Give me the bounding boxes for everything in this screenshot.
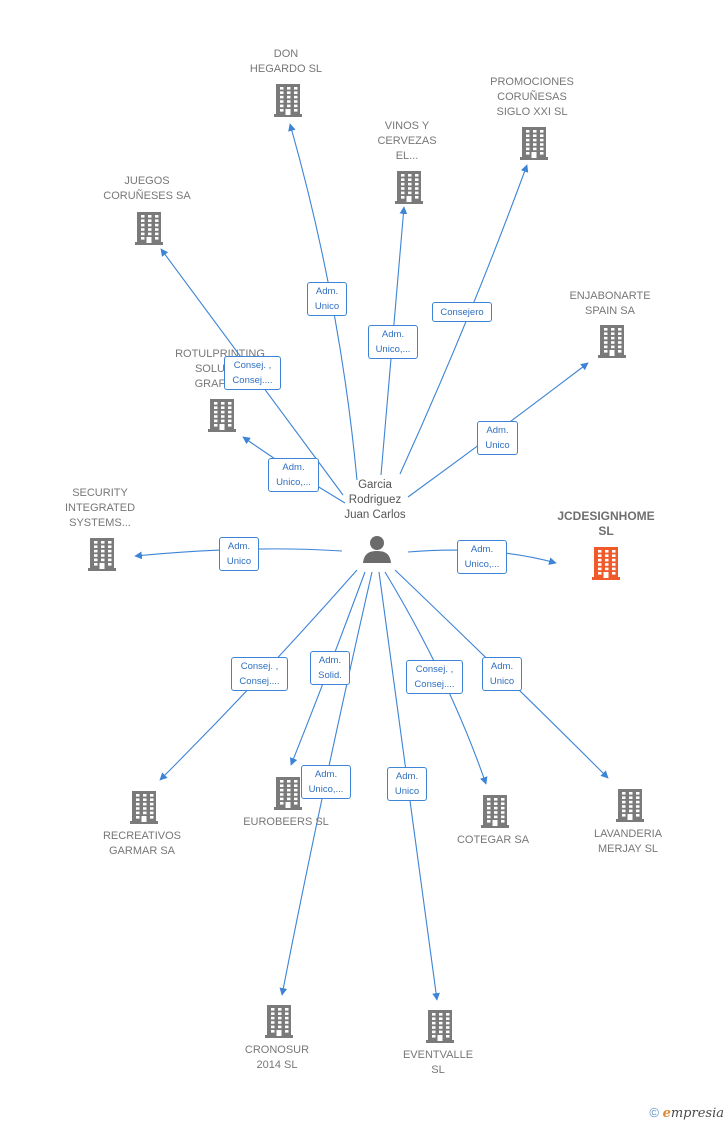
- company-label: JCDESIGNHOME SL: [557, 509, 655, 538]
- relation-label-security[interactable]: Adm. Unico: [219, 537, 259, 571]
- company-node-cronosur[interactable]: CRONOSUR 2014 SL: [222, 1043, 332, 1073]
- company-node-don-hegardo[interactable]: DON HEGARDO SL: [231, 47, 341, 77]
- company-label: LAVANDERIA MERJAY SL: [593, 828, 663, 855]
- building-icon[interactable]: [272, 82, 304, 118]
- company-label: SECURITY INTEGRATED SYSTEMS...: [64, 487, 136, 529]
- company-node-security[interactable]: SECURITY INTEGRATED SYSTEMS...: [45, 486, 155, 531]
- relation-label-cotegar[interactable]: Consej. , Consej....: [406, 660, 463, 694]
- building-icon[interactable]: [518, 125, 550, 161]
- relation-label-vinos[interactable]: Adm. Unico,...: [368, 325, 418, 359]
- building-icon[interactable]: [393, 169, 425, 205]
- person-name: Garcia Rodriguez Juan Carlos: [344, 479, 406, 521]
- building-icon[interactable]: [596, 323, 628, 359]
- brand-initial: e: [662, 1106, 671, 1121]
- building-icon[interactable]: [133, 210, 165, 246]
- relation-label-cronosur[interactable]: Adm. Unico,...: [301, 765, 351, 799]
- company-node-promociones[interactable]: PROMOCIONES CORUÑESAS SIGLO XXI SL: [472, 75, 592, 120]
- company-label: DON HEGARDO SL: [249, 48, 323, 75]
- relation-label-juegos[interactable]: Consej. , Consej....: [224, 356, 281, 390]
- building-icon[interactable]: [614, 787, 646, 823]
- relation-label-recreativos[interactable]: Consej. , Consej....: [231, 657, 288, 691]
- relation-label-promociones[interactable]: Consejero: [432, 302, 492, 322]
- company-label: COTEGAR SA: [456, 834, 530, 846]
- building-icon[interactable]: [424, 1008, 456, 1044]
- brand-name: mpresia: [670, 1106, 724, 1121]
- company-label: CRONOSUR 2014 SL: [244, 1044, 310, 1071]
- relation-label-rotulprinting[interactable]: Adm. Unico,...: [268, 458, 319, 492]
- relation-label-eventvalle[interactable]: Adm. Unico: [387, 767, 427, 801]
- company-label: VINOS Y CERVEZAS EL...: [377, 120, 437, 162]
- company-label: PROMOCIONES CORUÑESAS SIGLO XXI SL: [490, 76, 574, 118]
- relation-label-eurobeers[interactable]: Adm. Solid.: [310, 651, 350, 685]
- company-node-eurobeers[interactable]: EUROBEERS SL: [231, 815, 341, 830]
- building-icon[interactable]: [590, 545, 622, 581]
- company-node-cotegar[interactable]: COTEGAR SA: [438, 833, 548, 848]
- relation-label-jcdesign[interactable]: Adm. Unico,...: [457, 540, 507, 574]
- company-label: ENJABONARTE SPAIN SA: [569, 290, 651, 317]
- relation-label-enjabonarte[interactable]: Adm. Unico: [477, 421, 518, 455]
- company-node-eventvalle[interactable]: EVENTVALLE SL: [383, 1048, 493, 1078]
- building-icon[interactable]: [206, 397, 238, 433]
- footer-brand: © empresia: [649, 1105, 724, 1121]
- center-person[interactable]: Garcia Rodriguez Juan Carlos: [330, 478, 420, 523]
- building-icon[interactable]: [86, 536, 118, 572]
- company-node-juegos[interactable]: JUEGOS CORUÑESES SA: [87, 174, 207, 204]
- company-node-enjabonarte[interactable]: ENJABONARTE SPAIN SA: [555, 289, 665, 319]
- relation-label-lavanderia[interactable]: Adm. Unico: [482, 657, 522, 691]
- company-node-lavanderia[interactable]: LAVANDERIA MERJAY SL: [573, 827, 683, 857]
- building-icon[interactable]: [272, 775, 304, 811]
- building-icon[interactable]: [263, 1003, 295, 1039]
- company-label: EUROBEERS SL: [243, 816, 329, 828]
- person-icon[interactable]: [362, 534, 392, 564]
- company-label: JUEGOS CORUÑESES SA: [103, 175, 191, 202]
- company-label: EVENTVALLE SL: [402, 1049, 474, 1076]
- company-node-vinos[interactable]: VINOS Y CERVEZAS EL...: [362, 119, 452, 164]
- company-label: RECREATIVOS GARMAR SA: [102, 830, 182, 857]
- company-node-recreativos[interactable]: RECREATIVOS GARMAR SA: [87, 829, 197, 859]
- building-icon[interactable]: [128, 789, 160, 825]
- relation-label-don-hegardo[interactable]: Adm. Unico: [307, 282, 347, 316]
- company-node-jcdesign[interactable]: JCDESIGNHOME SL: [546, 509, 666, 539]
- building-icon[interactable]: [479, 793, 511, 829]
- copyright-symbol: ©: [649, 1105, 659, 1120]
